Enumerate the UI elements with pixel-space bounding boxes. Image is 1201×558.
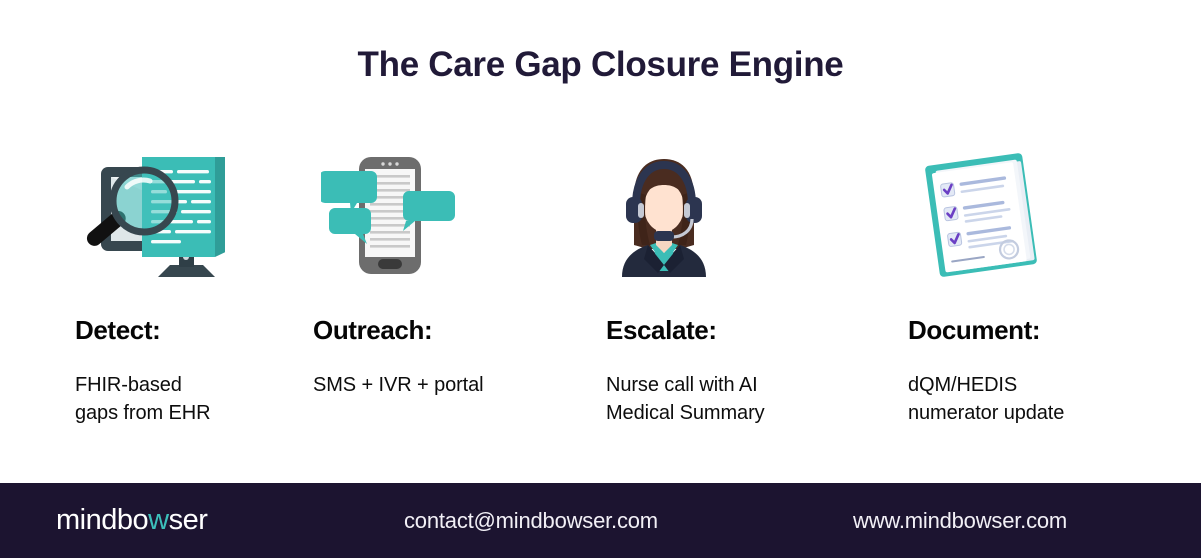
step-body-line: dQM/HEDIS [908, 373, 1018, 396]
step-card-escalate: Escalate: Nurse call with AI Medical Sum… [606, 148, 891, 448]
step-card-outreach: Outreach: SMS + IVR + portal [313, 148, 588, 448]
footer-website[interactable]: www.mindbowser.com [853, 507, 1068, 533]
step-body-outreach: SMS + IVR + portal [313, 371, 588, 399]
checklist-documents-icon [908, 148, 1168, 278]
page-title: The Care Gap Closure Engine [357, 45, 844, 84]
step-body-line: SMS + IVR + portal [313, 373, 484, 396]
step-body-escalate: Nurse call with AI Medical Summary [606, 371, 891, 428]
mindbowser-logo: mindbowser [56, 504, 208, 537]
step-heading-detect: Detect: [75, 315, 161, 345]
monitor-magnifier-icon [75, 148, 305, 278]
step-heading-document: Document: [908, 315, 1041, 345]
logo-text-part2: ser [168, 504, 208, 536]
step-body-document: dQM/HEDIS numerator update [908, 371, 1168, 428]
step-body-line: FHIR-based [75, 373, 182, 396]
step-body-line: gaps from EHR [75, 401, 211, 424]
step-body-line: Medical Summary [606, 401, 765, 424]
step-heading-escalate: Escalate: [606, 315, 717, 345]
step-body-detect: FHIR-based gaps from EHR [75, 371, 305, 428]
smartphone-chat-icon [313, 148, 588, 278]
headset-agent-icon [606, 148, 891, 278]
steps-row: Detect: FHIR-based gaps from EHR [0, 148, 1201, 448]
footer-email[interactable]: contact@mindbowser.com [404, 507, 658, 533]
logo-text-accent: w [148, 504, 169, 536]
step-card-detect: Detect: FHIR-based gaps from EHR [75, 148, 305, 448]
logo-text-part1: mindbo [56, 504, 149, 536]
step-body-line: numerator update [908, 401, 1065, 424]
step-card-document: Document: dQM/HEDIS numerator update [908, 148, 1168, 448]
footer-bar: mindbowser contact@mindbowser.com www.mi… [0, 483, 1201, 558]
step-heading-outreach: Outreach: [313, 315, 433, 345]
step-body-line: Nurse call with AI [606, 373, 758, 396]
